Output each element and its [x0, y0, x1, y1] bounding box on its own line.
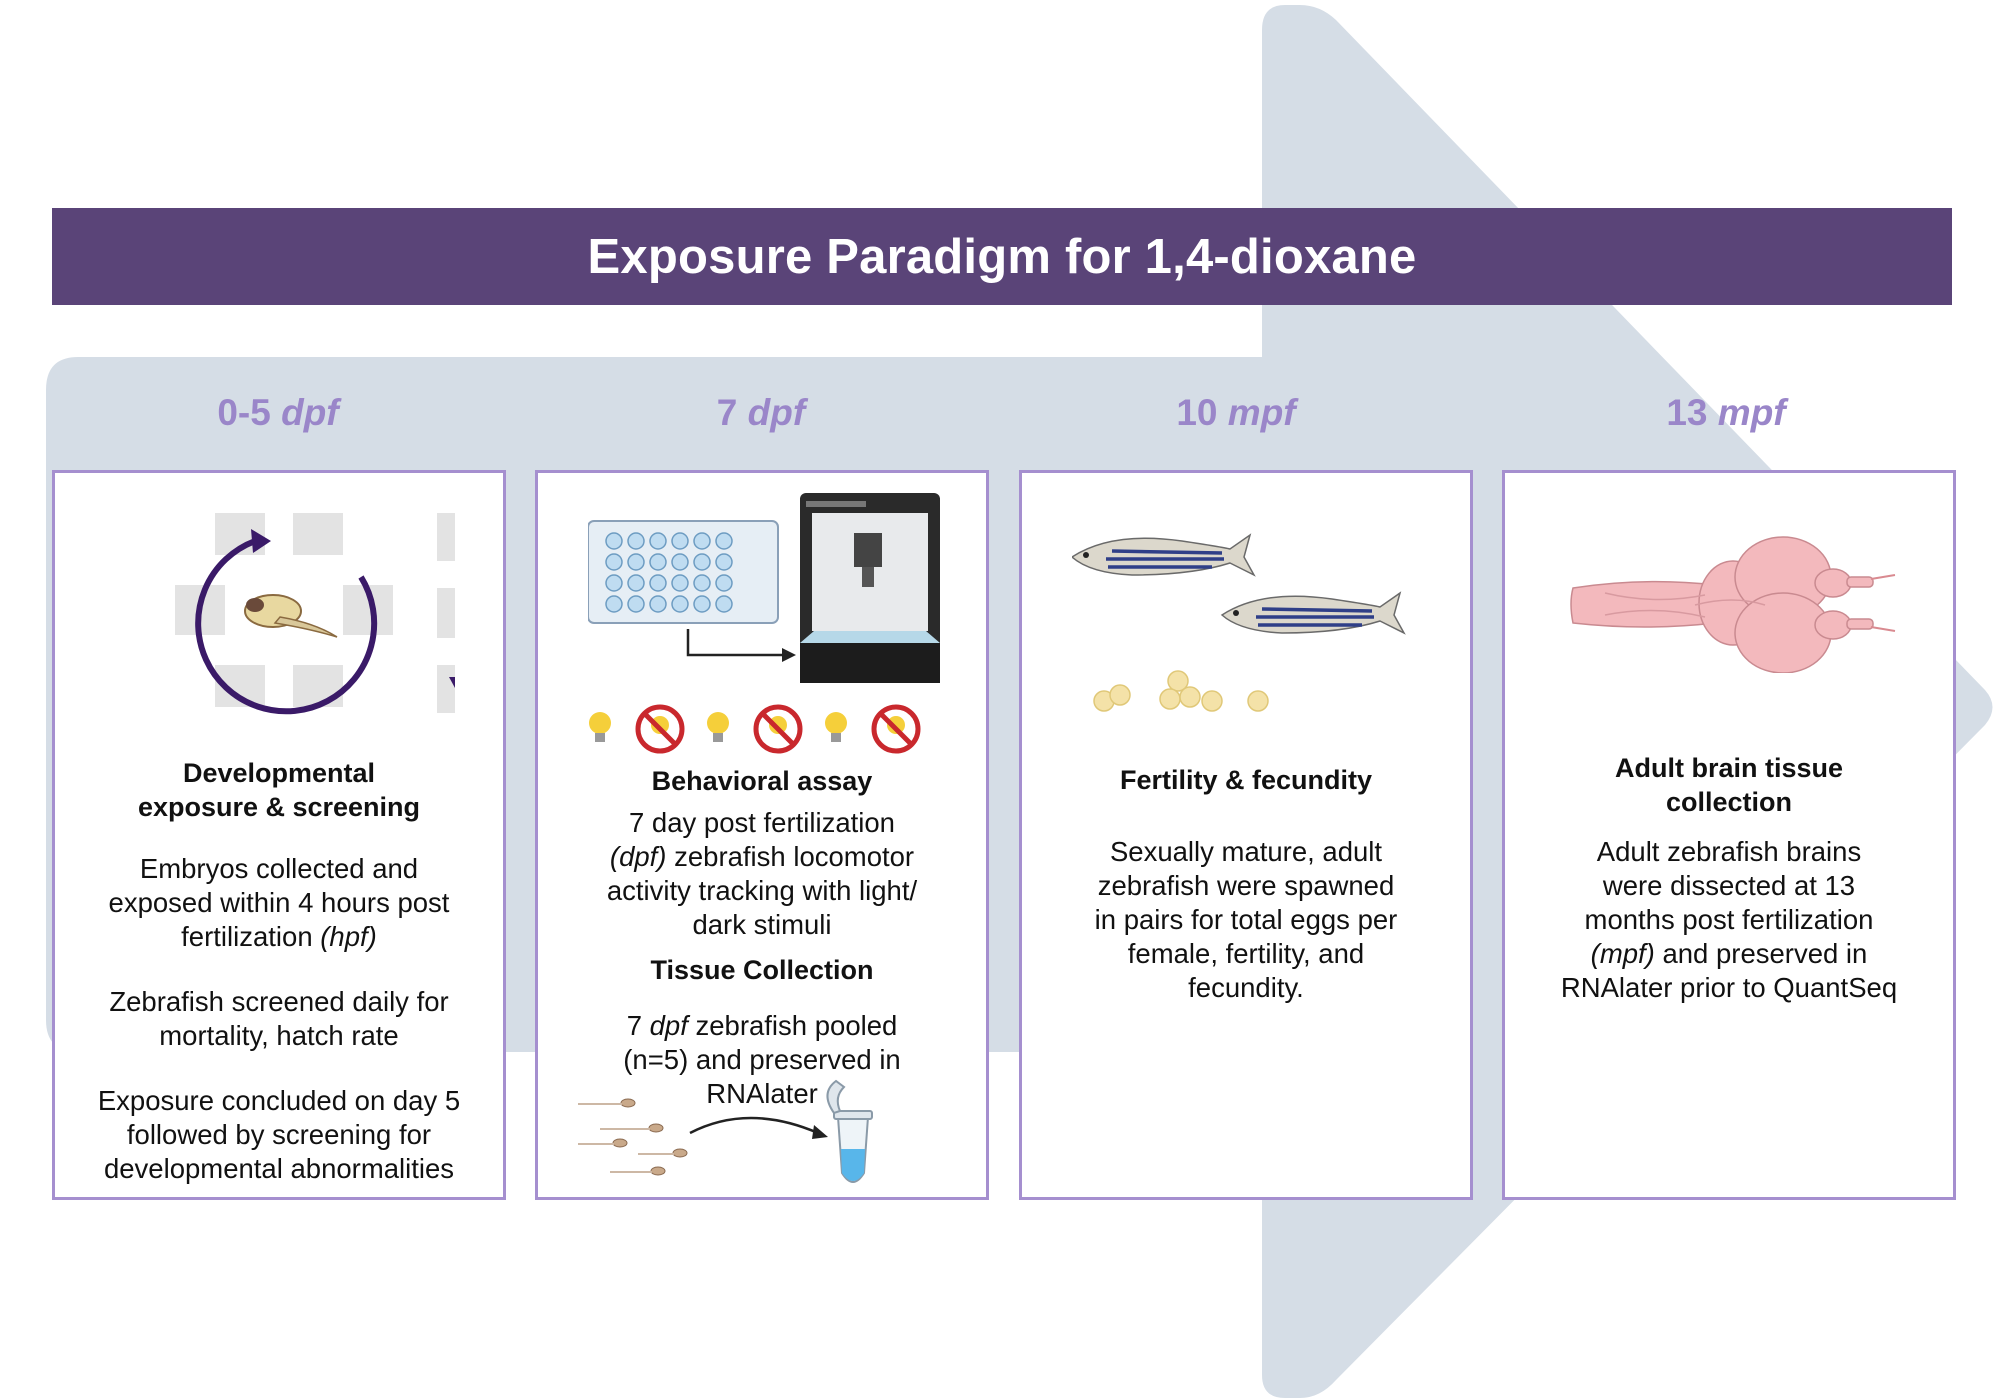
egg-icon	[1093, 670, 1269, 712]
panel-fertility-fecundity: Fertility & fecundity Sexually mature, a…	[1019, 470, 1473, 1200]
stage-number: 7	[716, 392, 738, 433]
down-arrow-icon	[449, 677, 455, 688]
panel-body: Sexually mature, adult zebrafish were sp…	[1094, 836, 1398, 1003]
larvae-icon	[578, 1098, 688, 1176]
stage-label-13-mpf: 13 mpf	[1500, 392, 1952, 434]
stage-number: 10	[1176, 392, 1218, 433]
panel-behavioral-assay: Behavioral assay 7 day post fertilizatio…	[535, 470, 989, 1200]
adult-zebrafish-icon	[1220, 591, 1406, 635]
zebrafish-brain-icon	[1570, 536, 1896, 673]
stage-label-10-mpf: 10 mpf	[1010, 392, 1462, 434]
no-light-icon	[753, 704, 803, 754]
stage-label-0-5-dpf: 0-5 dpf	[52, 392, 504, 434]
behavior-assay-illustration	[588, 493, 940, 683]
panel-developmental-exposure: Developmental exposure & screening Embry…	[52, 470, 506, 1200]
tissue-collection-illustration	[578, 1079, 873, 1183]
spawning-illustration	[1072, 533, 1406, 712]
panel-body: Adult zebrafish brains were dissected at…	[1560, 836, 1898, 1003]
no-light-icon	[635, 704, 685, 754]
panel-heading: Developmental exposure & screening	[137, 758, 421, 822]
page-title: Exposure Paradigm for 1,4-dioxane	[587, 229, 1417, 284]
light-dark-stimuli-row	[589, 704, 921, 754]
stage-label-7-dpf: 7 dpf	[535, 392, 987, 434]
panel-heading: Behavioral assay	[651, 766, 873, 796]
stage-unit: dpf	[281, 392, 339, 433]
panel-body-2: 7 dpf zebrafish pooled (n=5) and preserv…	[623, 1010, 901, 1109]
stage-number: 0-5	[217, 392, 271, 433]
stage-unit: dpf	[747, 392, 806, 433]
panel-body: 7 day post fertilization (dpf) zebrafish…	[606, 807, 918, 940]
panel-heading: Adult brain tissue collection	[1614, 753, 1844, 817]
zebrafish-embryo-icon	[244, 594, 338, 638]
panel-subheading: Tissue Collection	[650, 955, 874, 985]
stage-unit: mpf	[1717, 392, 1786, 433]
rotate-arrow-icon	[195, 529, 378, 715]
stage-number: 13	[1666, 392, 1708, 433]
light-bulb-icon	[825, 712, 847, 742]
light-bulb-icon	[589, 712, 611, 742]
tracking-instrument-icon	[800, 493, 940, 683]
panel-brain-collection: Adult brain tissue collection Adult zebr…	[1502, 470, 1956, 1200]
no-light-icon	[871, 704, 921, 754]
adult-zebrafish-icon	[1072, 533, 1256, 577]
panel-body: Embryos collected and exposed within 4 h…	[97, 853, 461, 1184]
title-banner: Exposure Paradigm for 1,4-dioxane	[52, 208, 1952, 305]
microtube-icon	[826, 1079, 873, 1183]
panel-heading: Fertility & fecundity	[1119, 765, 1373, 795]
stage-unit: mpf	[1227, 392, 1296, 433]
light-bulb-icon	[707, 712, 729, 742]
embryo-screening-illustration	[175, 513, 455, 715]
well-plate-icon	[588, 520, 779, 624]
